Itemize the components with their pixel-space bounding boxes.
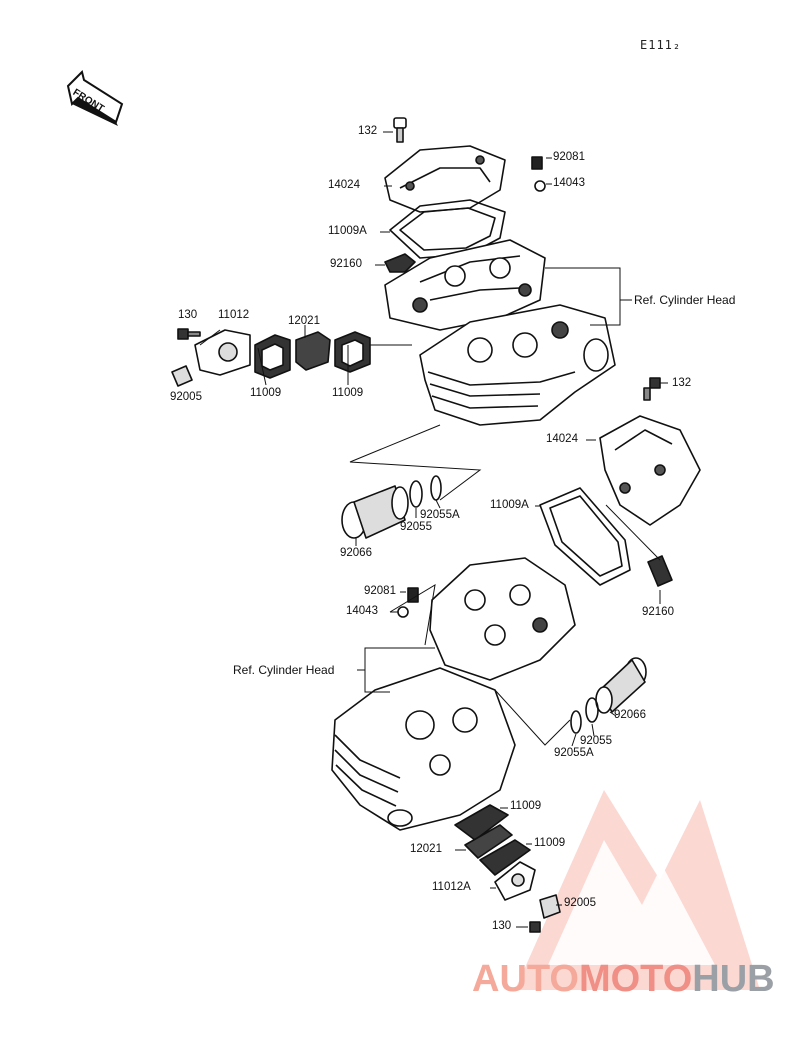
label-132-top: 132 [358, 125, 378, 137]
label-14024-right: 14024 [546, 433, 578, 445]
pipe-92066-right [595, 657, 647, 714]
watermark-text: AUTOMOTOHUB [472, 960, 775, 998]
spring-92081-top [531, 156, 543, 170]
gasket-11009-left-b [334, 331, 371, 373]
bolt-132-right [643, 377, 661, 401]
cylinder-head-bottom [331, 667, 516, 831]
label-92066-right: 92066 [614, 709, 646, 721]
label-14043-mid: 14043 [346, 605, 378, 617]
label-92055-top: 92055 [400, 521, 432, 533]
cover-14024-top [384, 145, 506, 213]
label-11009A-top: 11009A [328, 225, 367, 237]
label-14024-top: 14024 [328, 179, 360, 191]
bolt-132-top [393, 117, 407, 143]
label-130-left: 130 [178, 309, 198, 321]
fitting-92160-top [384, 253, 416, 273]
label-92005-bottom: 92005 [564, 897, 596, 909]
label-92160-top: 92160 [330, 258, 362, 270]
label-11009-bottom-a: 11009 [510, 800, 542, 812]
rocker-case-top [384, 239, 546, 331]
leader-lines [199, 131, 668, 928]
gasket-11009A-right [539, 487, 631, 586]
label-92081-top: 92081 [553, 151, 585, 163]
oring-92055A-top [430, 475, 442, 501]
label-92066-left: 92066 [340, 547, 372, 559]
watermark-moto: MOTO [578, 958, 693, 1000]
holder-11012 [194, 329, 251, 376]
pipe-92005-bottom [539, 894, 561, 919]
rocker-case-mid [429, 557, 576, 681]
insulator-12021-bottom [464, 824, 513, 859]
front-arrow-icon [66, 70, 124, 126]
cylinder-head-top [419, 304, 616, 426]
label-ref-cylinder-head-top: Ref. Cylinder Head [634, 293, 736, 307]
label-14043-top: 14043 [553, 177, 585, 189]
insulator-12021-top [295, 331, 331, 371]
watermark-logo [515, 790, 760, 990]
bolt-130-bottom [529, 921, 541, 933]
watermark-hub: HUB [692, 958, 775, 1000]
oring-92055-bottom [585, 697, 599, 723]
label-11012: 11012 [218, 309, 250, 321]
label-11009-left-a: 11009 [250, 387, 282, 399]
label-11009-left-b: 11009 [332, 387, 364, 399]
oring-92055A-bottom [570, 710, 582, 734]
pipe-92005-left [171, 365, 193, 387]
label-92081-mid: 92081 [364, 585, 396, 597]
holder-11012A [494, 861, 536, 901]
watermark-auto: AUTO [472, 958, 579, 1000]
label-11012A: 11012A [432, 881, 471, 893]
label-92005-left: 92005 [170, 391, 202, 403]
gasket-11009-bottom-a [454, 804, 509, 841]
bolt-130-left [177, 328, 201, 340]
fitting-92160-right [647, 555, 673, 587]
gasket-11009-bottom-b [479, 839, 531, 876]
gasket-11009A-top [389, 199, 506, 259]
label-92055A-top: 92055A [420, 509, 460, 521]
diagram-code: E111₂ [640, 38, 682, 52]
label-12021-top: 12021 [288, 315, 320, 327]
oring-92055-top [409, 480, 423, 508]
label-11009-bottom-b: 11009 [534, 837, 566, 849]
label-132-right: 132 [672, 377, 692, 389]
label-ref-cylinder-head-mid: Ref. Cylinder Head [233, 663, 335, 677]
cover-14024-right [599, 415, 701, 526]
label-130-bottom: 130 [492, 920, 512, 932]
dowel-14043-mid [397, 606, 409, 618]
pipe-92066-left [341, 485, 409, 539]
label-92055-bottom: 92055 [580, 735, 612, 747]
label-11009A-right: 11009A [490, 499, 529, 511]
dowel-14043-top [534, 180, 546, 192]
label-92160-right: 92160 [642, 606, 674, 618]
label-92055A-bottom: 92055A [554, 747, 594, 759]
label-12021-bottom: 12021 [410, 843, 442, 855]
